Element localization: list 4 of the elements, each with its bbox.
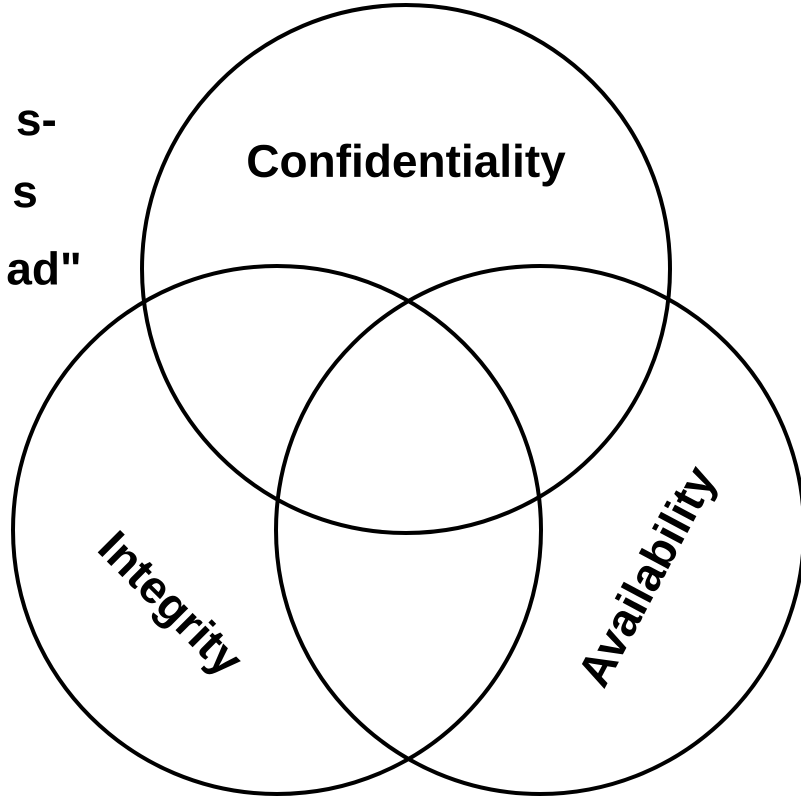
heading-fragment: ad": [8, 251, 79, 285]
heading-fragment: s: [14, 182, 36, 208]
circle-label: Confidentiality: [248, 144, 566, 186]
heading-fragment: s-: [18, 110, 55, 136]
